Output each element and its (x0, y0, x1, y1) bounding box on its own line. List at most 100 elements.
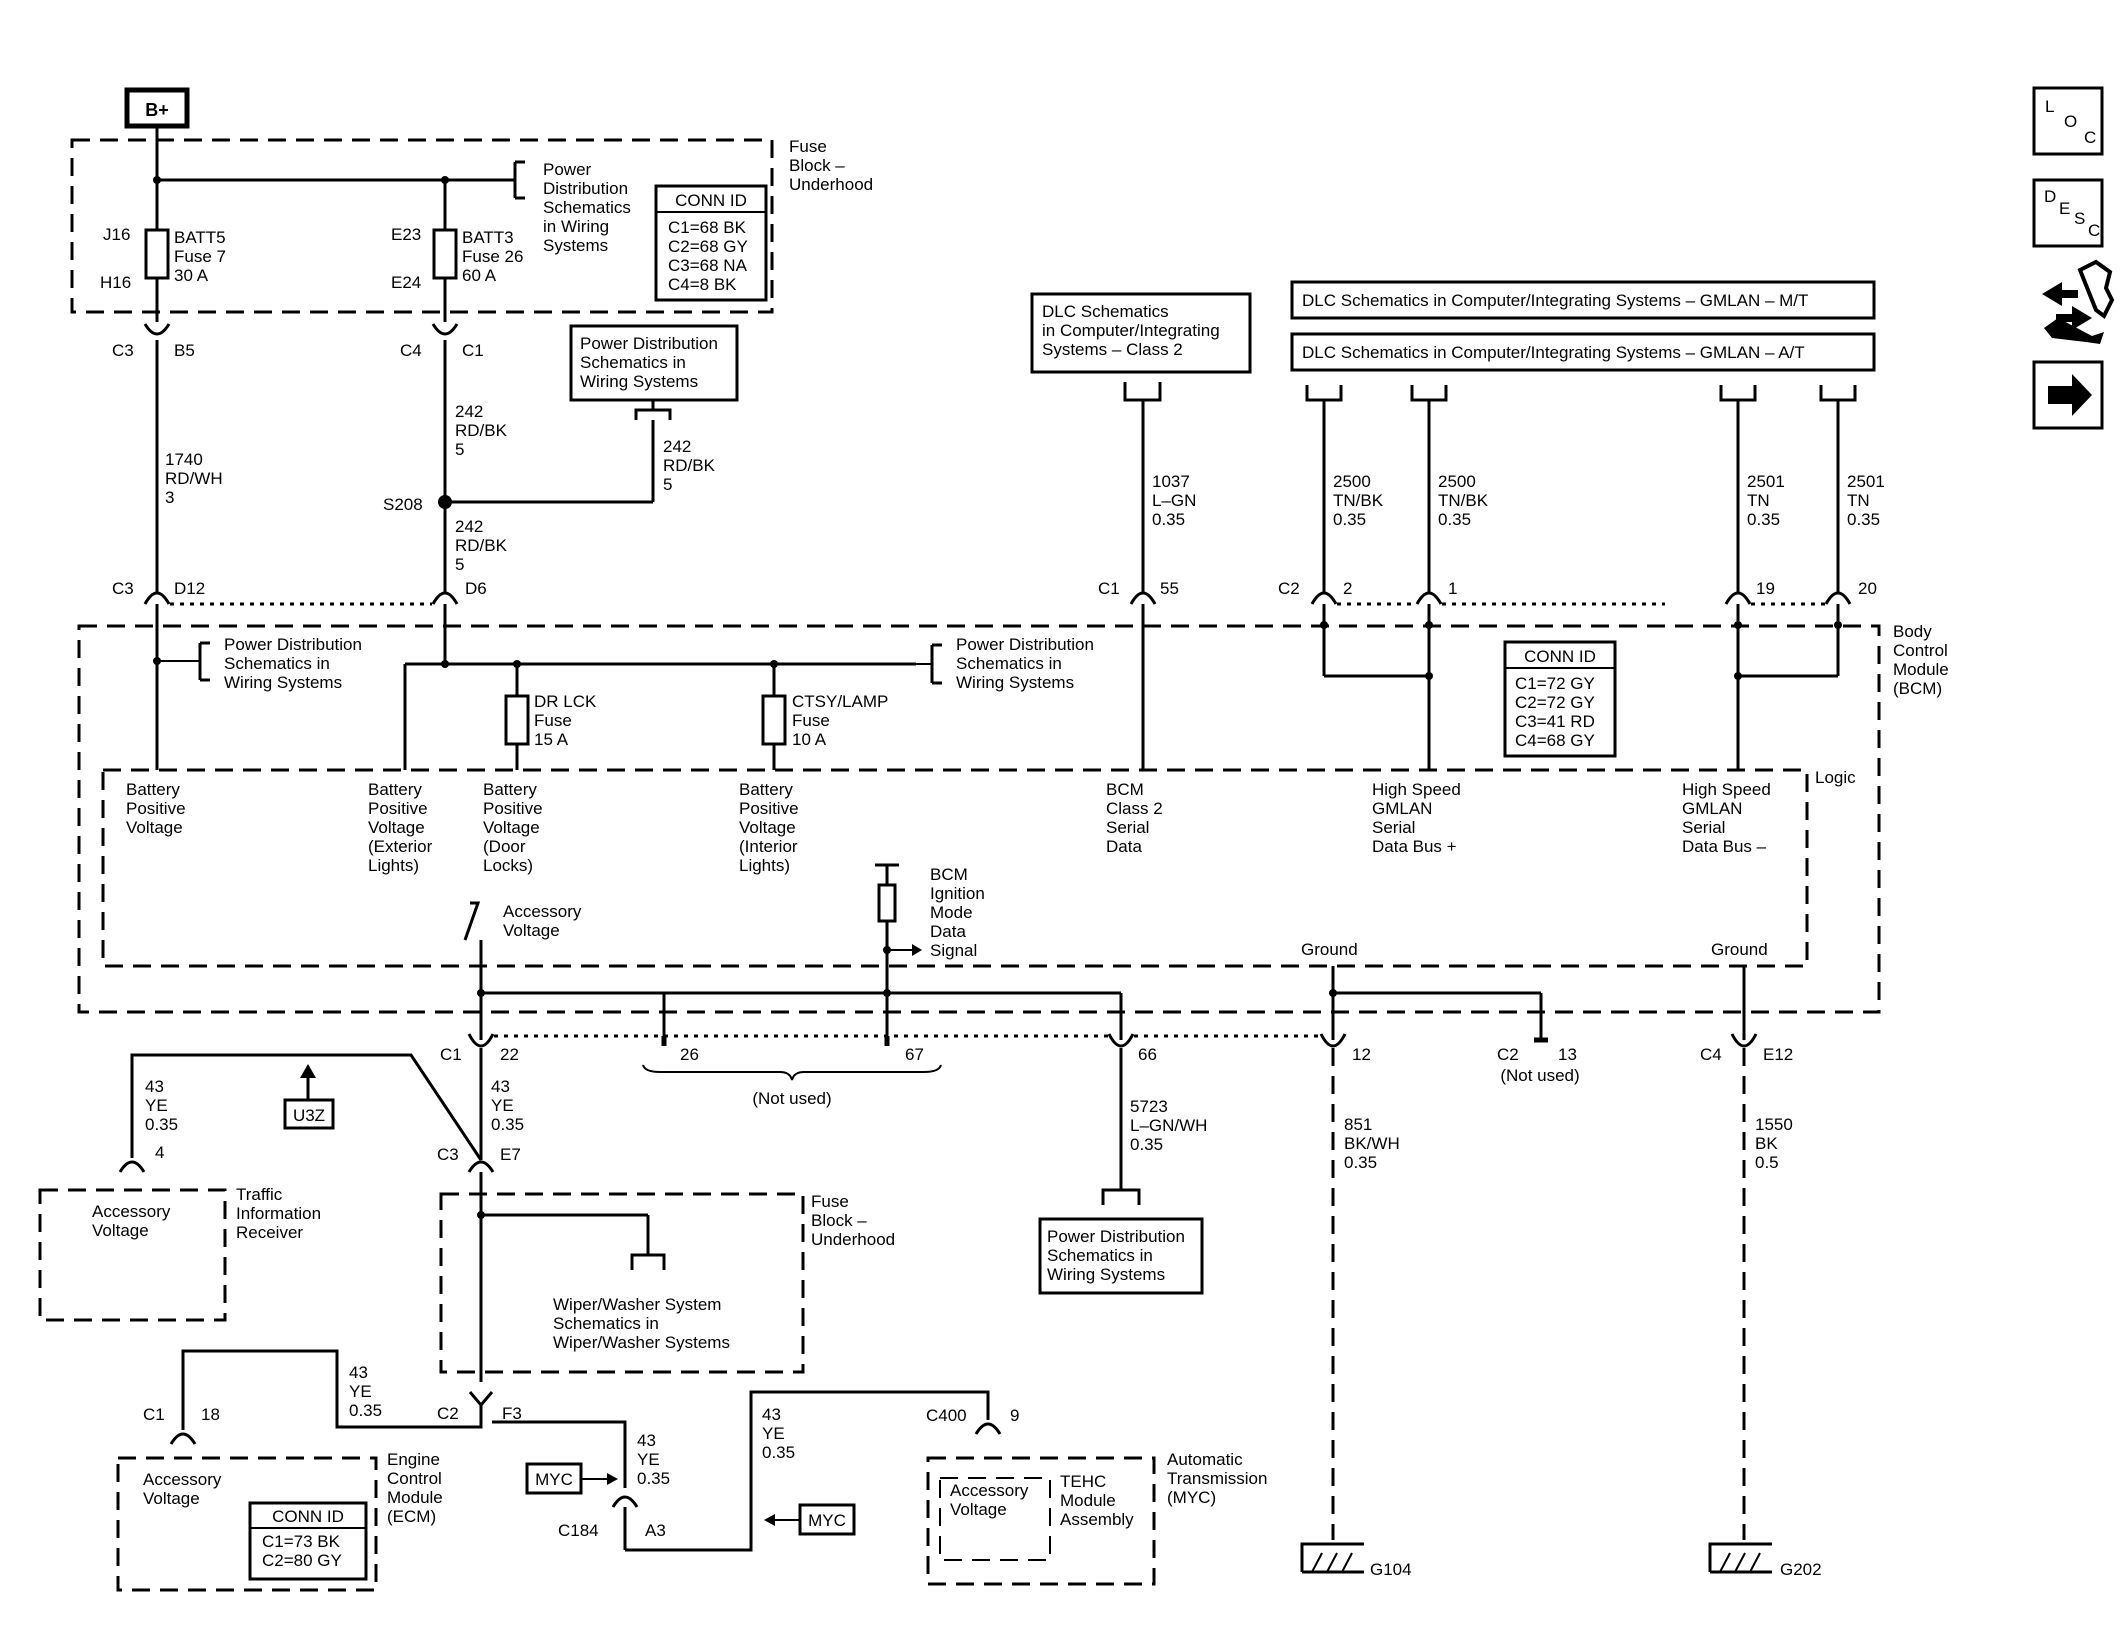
fb-bot-c2: C2 (437, 1404, 459, 1423)
bplus-label: B+ (145, 100, 169, 120)
bcm-logic-box (101, 768, 1809, 968)
tehc-inner (939, 1477, 1051, 1561)
bcm-p12: 12 (1352, 1045, 1371, 1064)
conn-id-box-ecm (248, 1501, 368, 1581)
ecm-c1: C1 (143, 1405, 165, 1424)
ground1-label: Ground (1301, 940, 1358, 959)
bcm-c2-top: C2 (1278, 579, 1300, 598)
tir-pin: 4 (155, 1143, 164, 1162)
fb-bot-c3: C3 (437, 1145, 459, 1164)
ground2-label: Ground (1711, 940, 1768, 959)
conn-c3-top: C3 (112, 341, 134, 360)
pd-box-mid (569, 324, 739, 402)
bcm-c2-bot: C2 (1497, 1045, 1519, 1064)
desc-icon (2032, 178, 2104, 248)
connector-tool-button[interactable] (2042, 259, 2115, 344)
dlc-mt-box (1290, 280, 1876, 320)
myc1-label: MYC (535, 1470, 573, 1489)
bcm-p22: 22 (500, 1045, 519, 1064)
bcm-outline (77, 624, 1881, 1014)
bcm-logic-label: Logic (1815, 768, 1856, 787)
ecm-p18: 18 (201, 1405, 220, 1424)
tir-box (38, 1188, 227, 1322)
bcm-c4-bot: C4 (1700, 1045, 1722, 1064)
conn-c1-top: C1 (462, 341, 484, 360)
bcm-p13: 13 (1558, 1045, 1577, 1064)
conn-id-box-bcm (1503, 640, 1617, 758)
loc-button[interactable]: L O C (2032, 86, 2104, 156)
svg-text:C: C (2084, 128, 2096, 147)
connector-wrench-icon (2042, 259, 2115, 344)
svg-text:O: O (2064, 112, 2077, 131)
svg-text:S: S (2074, 209, 2085, 228)
fb-bot-e7: E7 (500, 1145, 521, 1164)
fuse-block-top (70, 138, 774, 314)
bcm-p20: 20 (1858, 579, 1877, 598)
ecm-box (116, 1456, 378, 1592)
not-used-2: (Not used) (1500, 1066, 1579, 1085)
dlc-mt-label: DLC Schematics in Computer/Integrating S… (1302, 291, 1808, 310)
next-page-button[interactable] (2032, 360, 2104, 430)
u3z-label: U3Z (293, 1106, 325, 1125)
tehc-p9: 9 (1010, 1406, 1019, 1425)
bcm-p19: 19 (1756, 579, 1775, 598)
bcm-c1-bot: C1 (440, 1045, 462, 1064)
fuse-batt3 (432, 228, 458, 280)
bcm-c3: C3 (112, 579, 134, 598)
fuse2-top-pin: E23 (391, 225, 421, 244)
g104-label: G104 (1370, 1560, 1412, 1579)
fuse-batt5 (144, 228, 170, 280)
bcm-p2: 2 (1343, 579, 1352, 598)
bcm-c1-top: C1 (1098, 579, 1120, 598)
fb-bot-f3: F3 (502, 1404, 522, 1423)
tehc-c400: C400 (926, 1406, 967, 1425)
fuse-ctsy (761, 694, 787, 746)
fuse1-bottom-pin: H16 (100, 273, 131, 292)
fuse-drlck (504, 694, 530, 746)
myc2-label: MYC (808, 1511, 846, 1530)
loc-icon (2032, 86, 2104, 156)
conn-id-title-ecm: CONN ID (272, 1507, 344, 1526)
myc1-box (525, 1462, 583, 1495)
desc-button[interactable]: D E S C (2032, 178, 2104, 248)
conn-c4-top: C4 (400, 341, 422, 360)
pd-box-bot (1038, 1217, 1204, 1295)
arrow-right-icon (2048, 374, 2092, 416)
c184-pin: A3 (645, 1521, 666, 1540)
fuse1-top-pin: J16 (103, 225, 130, 244)
